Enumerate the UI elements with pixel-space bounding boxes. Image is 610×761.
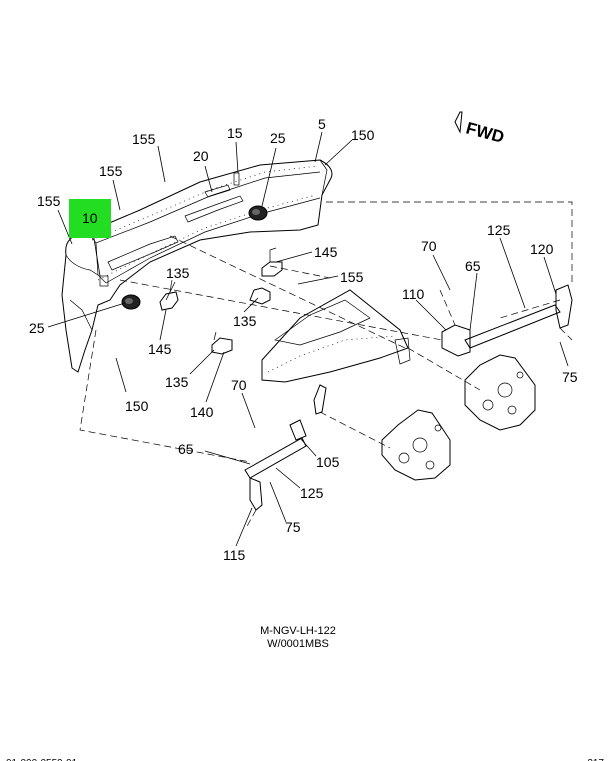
callout-65[interactable]: 65 [465,258,481,274]
diagram-code: M-NGV-LH-122 [260,625,336,637]
callout-125[interactable]: 125 [487,222,511,238]
callout-155[interactable]: 155 [340,269,364,285]
callout-70[interactable]: 70 [421,238,437,254]
fog-lamp-left [121,294,141,310]
frame-bracket-left [381,409,451,481]
callout-155[interactable]: 155 [37,193,61,209]
footer-part-number: 01-000-0559-01 [6,758,78,761]
callout-labels: 155 15 25 5 150 20 155 155 10 145 155 13… [29,116,578,563]
callout-120[interactable]: 120 [530,241,554,257]
callout-125[interactable]: 125 [300,485,324,501]
frame-bracket-right [464,354,536,431]
bumper-assembly [61,159,333,373]
bracket-145-upper [261,247,283,277]
callout-145[interactable]: 145 [314,244,338,260]
callout-25[interactable]: 25 [29,320,45,336]
callout-65[interactable]: 65 [178,441,194,457]
diagram-variant: W/0001MBS [267,638,329,650]
fwd-label: FWD [464,119,506,147]
bracket-135-upper [249,287,271,305]
callout-150[interactable]: 150 [351,127,375,143]
callout-135[interactable]: 135 [166,265,190,281]
assembly-lines [79,201,573,529]
callout-140[interactable]: 140 [190,404,214,420]
callout-70[interactable]: 70 [231,377,247,393]
highlighted-callout-box[interactable] [69,199,111,238]
bracket-140 [211,331,233,355]
callout-155[interactable]: 155 [99,163,123,179]
callout-155[interactable]: 155 [132,131,156,147]
callout-15[interactable]: 15 [227,125,243,141]
forward-direction-arrow: FWD [454,111,506,147]
callout-20[interactable]: 20 [193,148,209,164]
callout-135[interactable]: 135 [165,374,189,390]
callout-105[interactable]: 105 [316,454,340,470]
footer-page-number: 217 [587,758,604,761]
bracket-70-lower [313,384,327,415]
callout-135[interactable]: 135 [233,313,257,329]
frame-crossmember [261,289,411,383]
callout-5[interactable]: 5 [318,116,326,132]
callout-145[interactable]: 145 [148,341,172,357]
callout-10[interactable]: 10 [82,210,98,226]
bracket-145-lower [159,279,179,311]
callout-25[interactable]: 25 [270,130,286,146]
leader-lines [47,131,569,547]
fog-lamp-right [248,205,268,221]
callout-115[interactable]: 115 [223,547,246,563]
callout-110[interactable]: 110 [402,286,425,302]
callout-75[interactable]: 75 [285,519,301,535]
support-bar-left [244,419,307,511]
support-bar-right [441,284,573,357]
callout-75[interactable]: 75 [562,369,578,385]
callout-150[interactable]: 150 [125,398,149,414]
